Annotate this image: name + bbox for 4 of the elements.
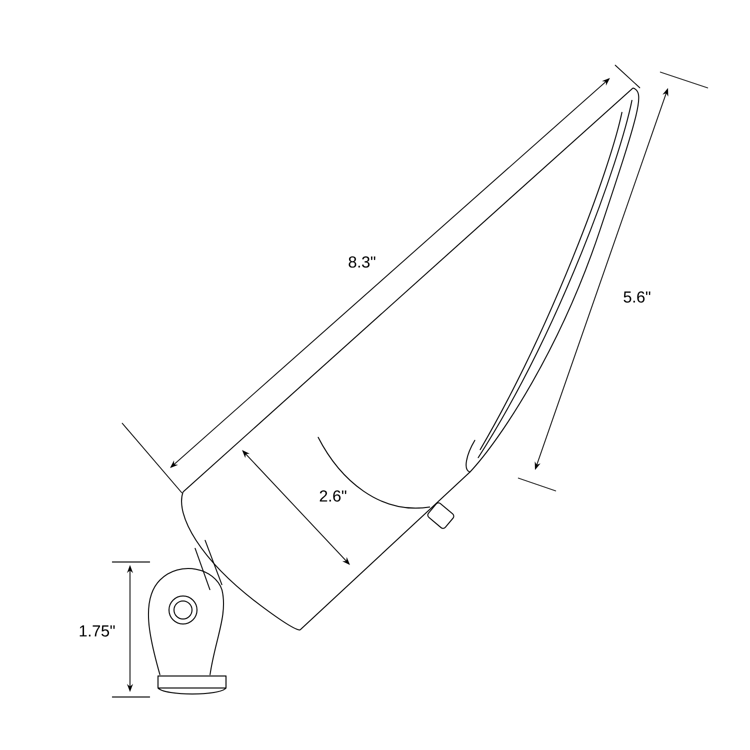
dimension-label: 5.6" <box>624 291 650 303</box>
dimension-label: 2.6" <box>320 490 346 502</box>
dimension-label: 1.75" <box>80 625 115 637</box>
dimension-label: 8.3" <box>348 256 376 268</box>
